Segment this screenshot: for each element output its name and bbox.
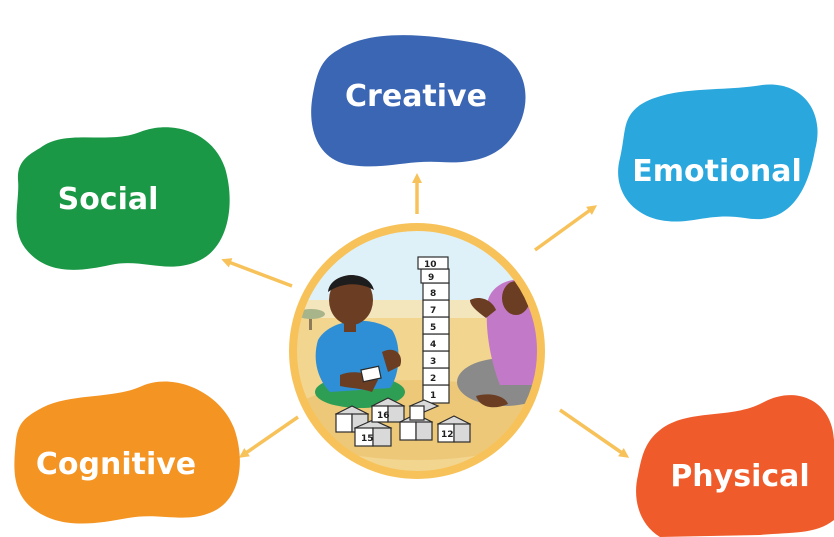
node-physical: Physical [636, 395, 834, 537]
emotional-blob [618, 84, 818, 222]
physical-blob [636, 395, 834, 537]
tower-number: 2 [430, 374, 436, 384]
arrows [221, 173, 630, 458]
tower-number: 10 [424, 260, 437, 270]
creative-label: Creative [345, 79, 487, 114]
arrow-to-physical [559, 408, 630, 458]
emotional-label: Emotional [632, 154, 801, 189]
tower-number: 1 [430, 391, 436, 401]
cognitive-blob [14, 381, 240, 524]
arrow-to-emotional [533, 205, 598, 252]
tower-number: 4 [430, 340, 436, 350]
center-illustration: 1 2 3 4 5 7 8 9 10 15 [289, 223, 545, 479]
social-label: Social [58, 182, 159, 217]
node-emotional: Emotional [618, 84, 818, 222]
boy-figure [315, 275, 405, 408]
block-tower: 1 2 3 4 5 7 8 9 10 [417, 256, 450, 404]
arrow-to-cognitive [238, 415, 299, 458]
tower-number: 5 [430, 323, 436, 333]
creative-blob [311, 35, 526, 167]
node-creative: Creative [311, 35, 526, 167]
floor-block-number: 12 [441, 430, 454, 440]
floor-blocks: 15 16 12 [334, 365, 472, 447]
tower-number: 3 [430, 357, 436, 367]
floor-block-number: 15 [361, 434, 374, 444]
arrow-to-social [221, 258, 293, 288]
node-social: Social [16, 127, 230, 270]
node-cognitive: Cognitive [14, 381, 240, 524]
tower-number: 9 [428, 273, 434, 283]
physical-label: Physical [670, 459, 809, 494]
tower-number: 7 [430, 306, 436, 316]
tower-number: 8 [430, 289, 436, 299]
cognitive-label: Cognitive [36, 447, 196, 482]
floor-block-number: 16 [377, 411, 390, 421]
social-blob [16, 127, 230, 270]
